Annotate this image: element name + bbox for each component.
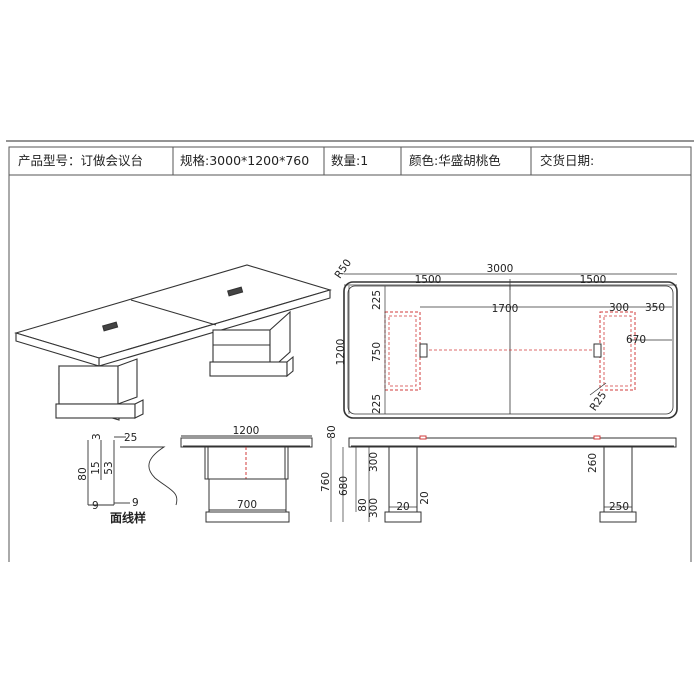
left-pedestal-base [55,403,136,419]
header-spec: 规格:3000*1200*760 [180,147,309,175]
front-left-base [384,511,422,523]
plan-right-pedestal-hidden-inner [603,315,632,387]
isometric-view [14,264,332,421]
profile-bottom-b: 9 [132,497,139,509]
header-spec-value: 3000*1200*760 [209,153,310,168]
right-pedestal-base-side [286,355,294,378]
end-base-width-dim: 700 [237,499,257,511]
profile-detail [87,436,178,506]
right-pedestal-base [209,361,288,377]
end-base [205,511,290,523]
front-dimension-lines [330,438,632,522]
plan-table-inner-edge [347,285,674,415]
profile-total-h: 80 [77,467,89,480]
dim-total-length: 3000 [487,263,514,275]
front-leg-offset: 260 [587,453,599,473]
header-color-value: 华盛胡桃色 [438,153,501,168]
left-pedestal-base-side [134,399,144,419]
cable-grommet [102,321,119,332]
front-top [348,437,677,448]
end-width-dim: 1200 [233,425,260,437]
header-spec-label: 规格: [180,153,210,168]
header-model-value: 订做会议台 [80,153,144,168]
header-frame [8,146,692,176]
profile-seg-b: 53 [103,461,115,474]
dim-pad-radius: R25 [588,389,610,413]
dim-pad-height: 750 [371,342,383,362]
plan-left-pedestal-hidden-inner [388,315,417,387]
front-right-base [599,511,637,523]
header-qty-label: 数量: [331,153,361,168]
front-leg-width: 250 [609,501,629,513]
plan-right-grommet [593,343,602,358]
dim-depth: 1200 [335,339,347,366]
header-quantity: 数量:1 [331,147,368,175]
header-color-label: 颜色: [409,153,439,168]
plan-right-pedestal-hidden [599,311,636,391]
top-seam-line [130,299,217,326]
front-leg-height: 680 [338,476,350,496]
dim-line [589,382,607,396]
dim-corner-radius: R50 [332,257,354,281]
header-model-label: 产品型号： [18,153,81,168]
front-foot-step-left: 20 [396,501,409,513]
dim-pad-outer: 670 [626,334,646,346]
dim-pad-top-margin: 225 [371,290,383,310]
plan-view [343,281,678,419]
right-pedestal-side [269,310,291,372]
front-grommet [419,435,427,440]
dim-pad-offset: 350 [645,302,665,314]
profile-top-depth: 25 [124,432,137,444]
front-foot-step-right: 20 [419,491,431,504]
end-leg [208,478,287,513]
plan-left-grommet [419,343,428,358]
profile-bottom-a: 9 [92,500,99,512]
front-base-height: 80 [357,498,369,511]
header-qty-value: 1 [360,153,369,168]
front-plinth-height: 300 [368,498,380,518]
plan-dimension-lines [344,273,677,414]
dim-half-right: 1500 [580,274,607,286]
dim-pad-width: 300 [609,302,629,314]
profile-seg-a: 15 [90,461,102,474]
left-pedestal-side [117,358,138,405]
front-right-leg [603,446,633,513]
left-pedestal-plinth [58,365,119,405]
front-total-height: 760 [320,472,332,492]
plan-table-outline [343,281,678,419]
front-top-thickness: 80 [326,425,338,438]
profile-title: 面线样 [110,510,146,525]
header-delivery: 交货日期: [540,147,594,175]
profile-offset-a: 3 [91,433,103,440]
dim-half-left: 1500 [415,274,442,286]
front-grommet [593,435,601,440]
edge-profile-curve [120,446,178,506]
end-elevation-view [180,435,313,523]
header-color: 颜色:华盛胡桃色 [409,147,501,175]
header-model: 产品型号：订做会议台 [18,147,143,175]
cable-grommet [227,286,244,297]
dim-pad-bottom-margin: 225 [371,394,383,414]
header-delivery-label: 交货日期: [540,153,595,168]
dim-inner-span: 1700 [492,303,519,315]
front-elevation-view [348,435,677,523]
front-apron-height: 300 [368,452,380,472]
plan-left-pedestal-hidden [384,311,421,391]
